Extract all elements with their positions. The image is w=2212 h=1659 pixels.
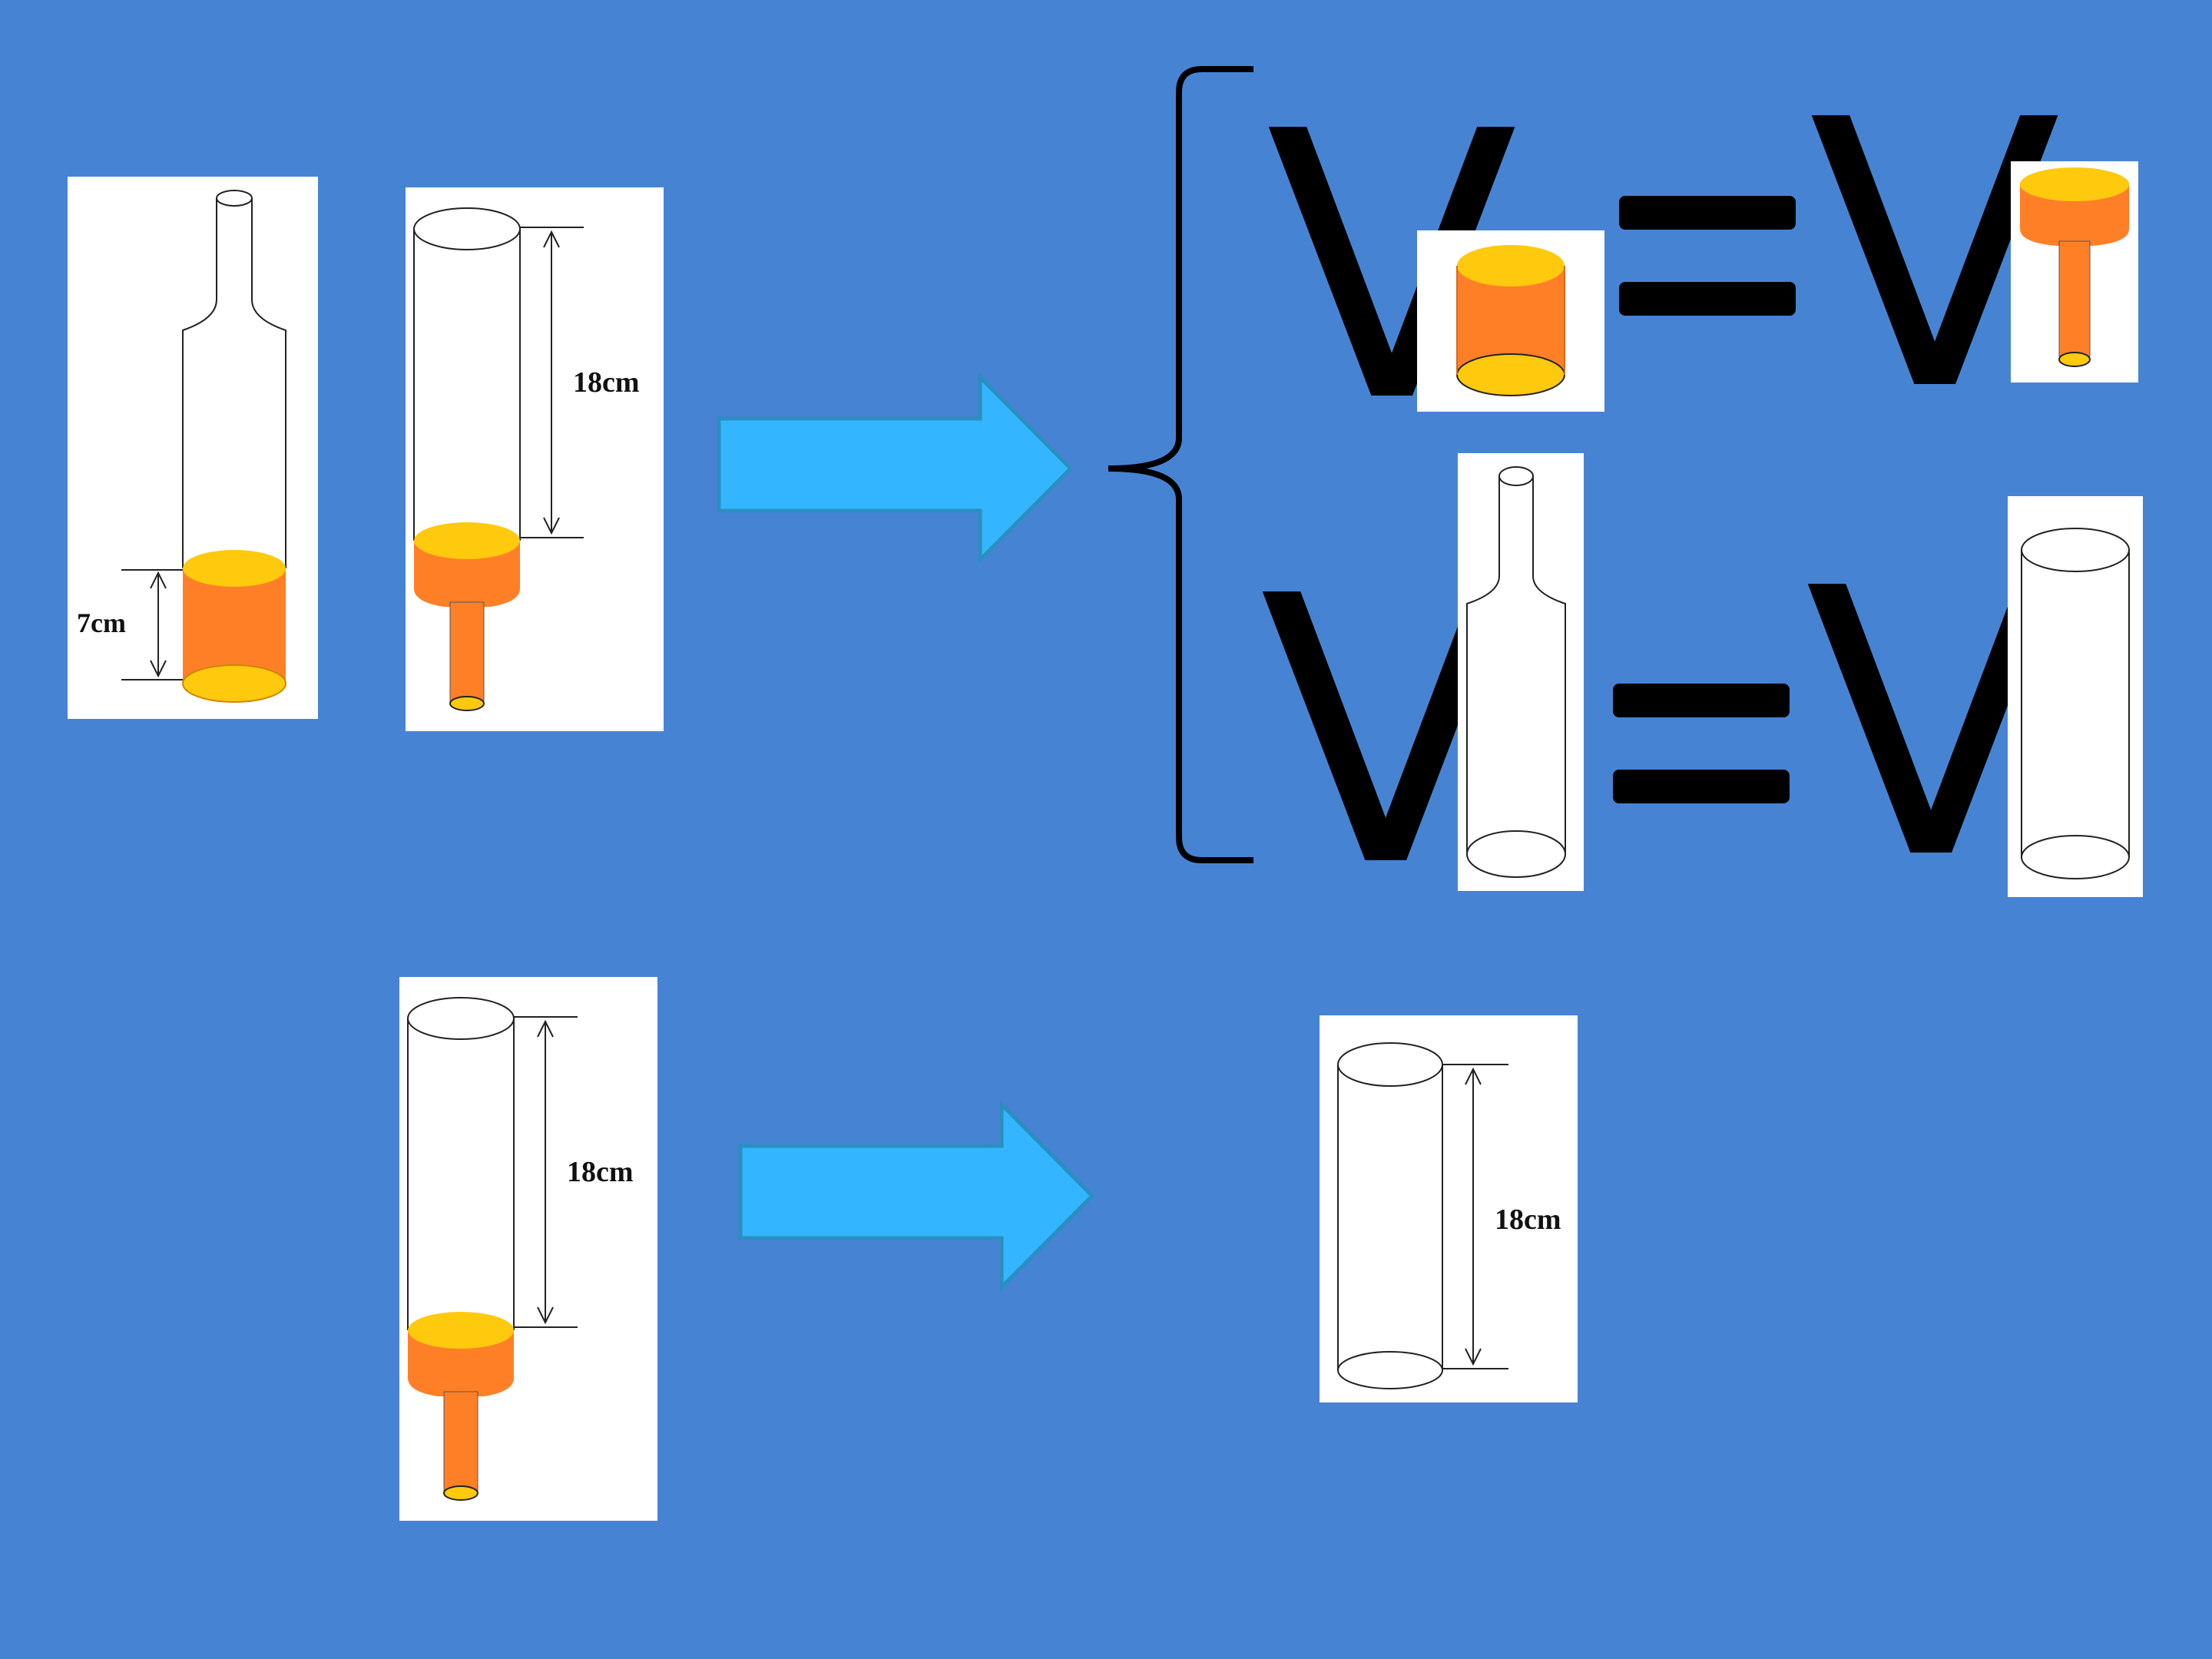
equation-2-equals: = xyxy=(1613,684,1790,803)
bottle-inverted-figure-2: 18cm xyxy=(399,977,657,1521)
bottle-upright-figure: 7cm xyxy=(68,177,318,719)
bottle-water-height-label: 7cm xyxy=(77,608,126,638)
curly-brace-icon xyxy=(1108,66,1253,863)
bottle-inverted-drawing-2: 18cm xyxy=(407,997,634,1501)
eq2-empty-bottle-figure xyxy=(1458,453,1584,891)
eq1-liquid-cylinder-figure xyxy=(1417,230,1604,412)
right-arrow-icon xyxy=(738,1100,1095,1292)
eq1-inverted-liquid-figure xyxy=(2011,161,2138,382)
right-arrow-icon xyxy=(717,373,1074,565)
empty-cylinder-figure: 18cm xyxy=(1320,1015,1578,1402)
bottle-inverted-drawing: 18cm xyxy=(413,207,640,711)
empty-cylinder-drawing: 18cm xyxy=(1337,1042,1561,1389)
cylinder-height-label: 18cm xyxy=(1495,1204,1561,1236)
bottle-inverted-figure: 18cm xyxy=(406,187,664,731)
eq2-empty-cylinder-figure xyxy=(2008,496,2143,897)
bottle-upright-drawing: 7cm xyxy=(77,190,286,703)
inverted-air-height-label: 18cm xyxy=(573,366,640,399)
equation-1-equals: = xyxy=(1619,196,1796,316)
inverted-air-height-label-2: 18cm xyxy=(567,1156,634,1188)
